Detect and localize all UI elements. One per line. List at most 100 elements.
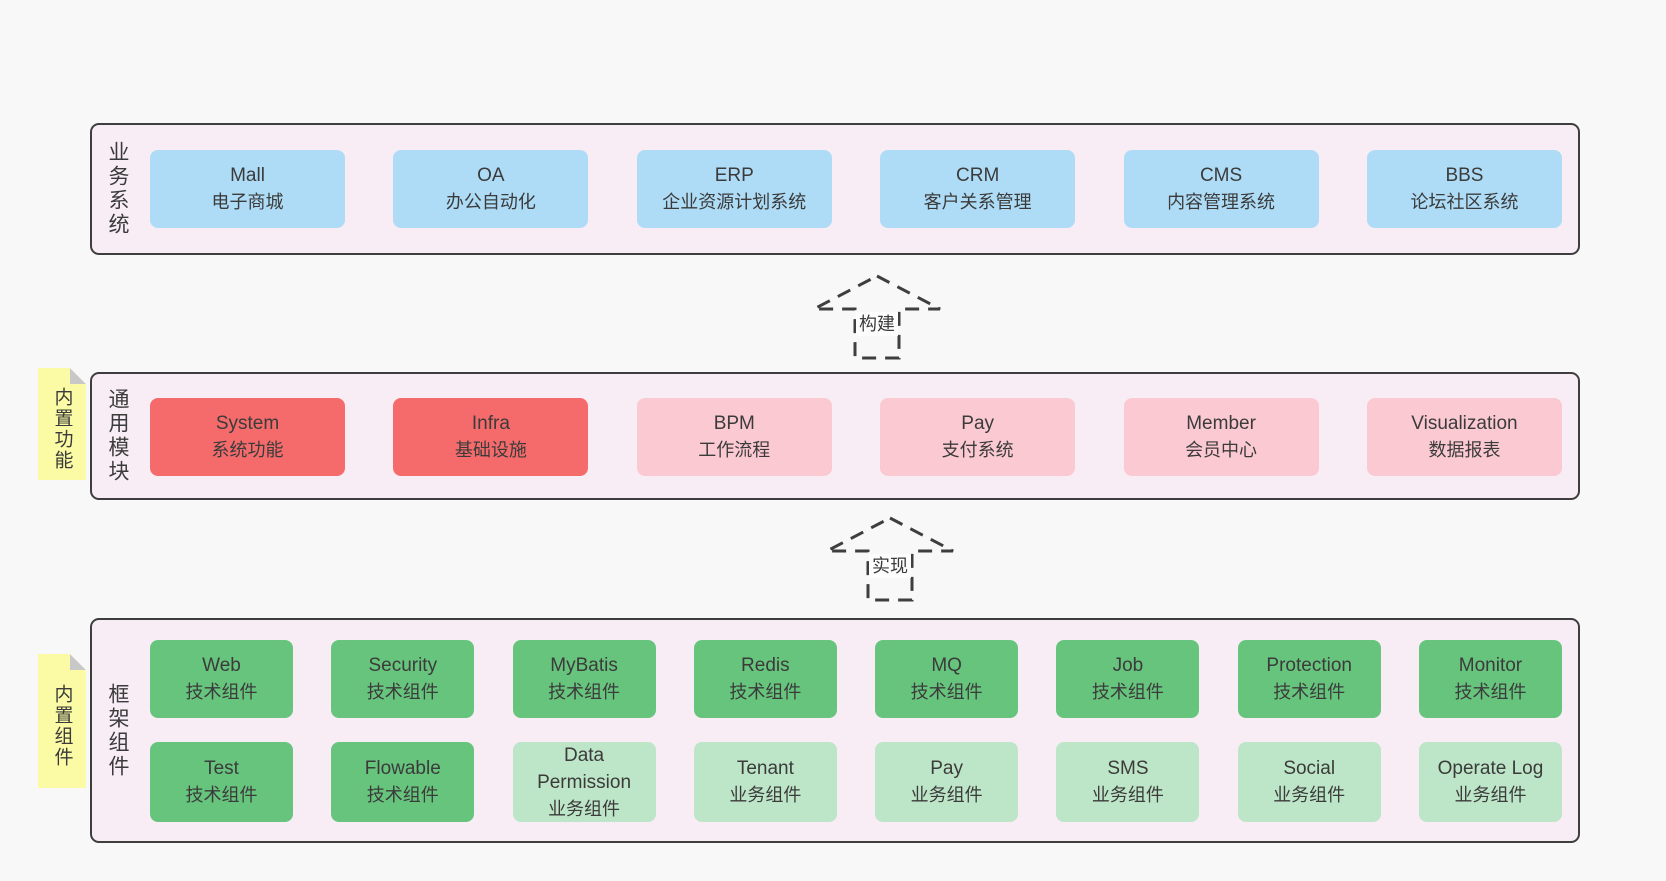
box-subtitle: 技术组件: [185, 682, 258, 702]
box-subtitle: 基础设施: [454, 440, 527, 460]
framework-components-row-2: Test 技术组件 Flowable 技术组件 Data Permission …: [150, 742, 1562, 822]
box-title: Test: [204, 758, 239, 779]
box-subtitle: 工作流程: [698, 440, 771, 460]
box-title: Monitor: [1458, 655, 1523, 676]
box-pay-component: Pay 业务组件: [875, 742, 1019, 822]
box-title: Member: [1186, 413, 1256, 434]
sticky-fold-corner: [70, 368, 86, 384]
panel-side-label: 业务系统: [106, 141, 129, 237]
box-pay-module: Pay 支付系统: [880, 398, 1076, 476]
arrow-label: 实现: [869, 554, 911, 578]
arrow-label: 构建: [856, 312, 898, 336]
box-data-permission: Data Permission 业务组件: [512, 742, 656, 822]
box-subtitle: 业务组件: [1454, 785, 1527, 805]
box-subtitle: 技术组件: [1273, 682, 1346, 702]
box-title: Web: [202, 655, 241, 676]
box-mq: MQ 技术组件: [875, 640, 1019, 718]
sticky-fold-corner: [70, 654, 86, 670]
box-test: Test 技术组件: [150, 742, 293, 822]
sticky-note-label: 内置功能: [51, 387, 73, 471]
box-subtitle: 论坛社区系统: [1410, 192, 1519, 212]
box-title: Social: [1283, 758, 1336, 779]
box-flowable: Flowable 技术组件: [331, 742, 475, 822]
box-bbs: BBS 论坛社区系统: [1366, 150, 1562, 228]
panel-business-systems: 业务系统 Mall 电子商城 OA 办公自动化 ERP 企业资源计划系统 CRM…: [90, 123, 1580, 255]
box-subtitle: 技术组件: [366, 785, 439, 805]
box-subtitle: 业务组件: [910, 785, 983, 805]
panel-framework-components: 框架组件 Web 技术组件 Security 技术组件 MyBatis 技术组件…: [90, 618, 1580, 843]
box-system: System 系统功能: [150, 398, 345, 476]
box-operate-log: Operate Log 业务组件: [1418, 742, 1562, 822]
box-mybatis: MyBatis 技术组件: [512, 640, 656, 718]
box-job: Job 技术组件: [1056, 640, 1200, 718]
up-arrow-build: 构建: [811, 272, 943, 362]
box-title: Visualization: [1411, 413, 1518, 434]
box-title: Operate Log: [1437, 758, 1544, 779]
up-arrow-implement: 实现: [824, 514, 956, 604]
box-subtitle: 技术组件: [548, 682, 621, 702]
box-sms: SMS 业务组件: [1056, 742, 1200, 822]
box-title: Redis: [741, 655, 790, 676]
box-tenant: Tenant 业务组件: [693, 742, 837, 822]
box-subtitle: 数据报表: [1428, 440, 1501, 460]
box-crm: CRM 客户关系管理: [880, 150, 1076, 228]
box-title: Infra: [471, 413, 510, 434]
box-subtitle: 支付系统: [941, 440, 1014, 460]
box-title: Flowable: [364, 758, 441, 779]
box-subtitle: 技术组件: [910, 682, 983, 702]
sticky-note-built-in-features: 内置功能: [38, 368, 86, 480]
box-title: Data Permission: [537, 744, 632, 793]
box-subtitle: 客户关系管理: [923, 192, 1032, 212]
box-title: BBS: [1445, 165, 1484, 186]
box-oa: OA 办公自动化: [393, 150, 589, 228]
box-subtitle: 企业资源计划系统: [662, 192, 807, 212]
box-subtitle: 会员中心: [1185, 440, 1258, 460]
box-subtitle: 技术组件: [366, 682, 439, 702]
box-subtitle: 内容管理系统: [1167, 192, 1276, 212]
box-mall: Mall 电子商城: [150, 150, 345, 228]
box-subtitle: 技术组件: [1454, 682, 1527, 702]
box-title: CMS: [1199, 165, 1243, 186]
box-monitor: Monitor 技术组件: [1418, 640, 1562, 718]
sticky-note-built-in-components: 内置组件: [38, 654, 86, 788]
box-title: Tenant: [736, 758, 794, 779]
box-title: SMS: [1107, 758, 1149, 779]
box-subtitle: 技术组件: [185, 785, 258, 805]
box-visualization: Visualization 数据报表: [1366, 398, 1562, 476]
box-title: Pay: [930, 758, 963, 779]
up-arrow-icon: [813, 274, 941, 360]
box-title: CRM: [956, 165, 1000, 186]
box-subtitle: 技术组件: [729, 682, 802, 702]
box-bpm: BPM 工作流程: [636, 398, 832, 476]
box-social: Social 业务组件: [1237, 742, 1381, 822]
box-subtitle: 系统功能: [211, 440, 284, 460]
box-security: Security 技术组件: [331, 640, 475, 718]
box-title: Pay: [961, 413, 995, 434]
box-title: Security: [368, 655, 438, 676]
box-title: Job: [1112, 655, 1144, 676]
box-redis: Redis 技术组件: [693, 640, 837, 718]
box-subtitle: 业务组件: [1273, 785, 1346, 805]
box-member: Member 会员中心: [1123, 398, 1319, 476]
box-protection: Protection 技术组件: [1237, 640, 1381, 718]
box-title: Mall: [230, 165, 265, 186]
box-subtitle: 业务组件: [548, 798, 621, 819]
box-subtitle: 业务组件: [729, 785, 802, 805]
common-modules-row: System 系统功能 Infra 基础设施 BPM 工作流程 Pay 支付系统…: [150, 398, 1562, 476]
box-web: Web 技术组件: [150, 640, 293, 718]
box-subtitle: 电子商城: [211, 192, 284, 212]
box-erp: ERP 企业资源计划系统: [636, 150, 832, 228]
box-subtitle: 办公自动化: [445, 192, 536, 212]
box-title: OA: [477, 165, 505, 186]
box-title: BPM: [713, 413, 755, 434]
up-arrow-icon: [826, 516, 954, 602]
box-cms: CMS 内容管理系统: [1123, 150, 1319, 228]
box-title: Protection: [1266, 655, 1352, 676]
box-title: MyBatis: [550, 655, 618, 676]
business-systems-row: Mall 电子商城 OA 办公自动化 ERP 企业资源计划系统 CRM 客户关系…: [150, 150, 1562, 228]
box-title: System: [215, 413, 280, 434]
box-subtitle: 技术组件: [1091, 682, 1164, 702]
panel-side-label: 通用模块: [106, 388, 129, 484]
framework-components-row-1: Web 技术组件 Security 技术组件 MyBatis 技术组件 Redi…: [150, 640, 1562, 718]
